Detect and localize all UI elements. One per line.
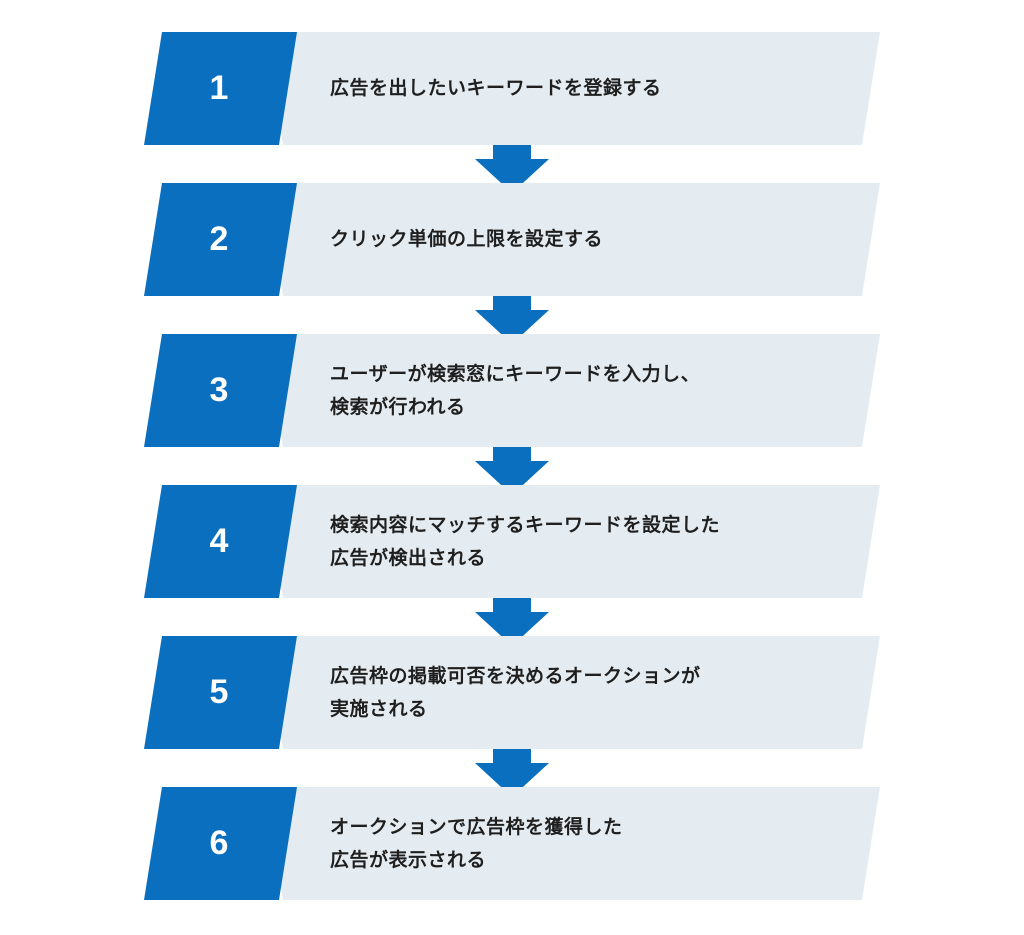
step-1-shape (144, 32, 880, 145)
step-6-line-2: 広告が表示される (330, 848, 487, 871)
step-2-text: クリック単価の上限を設定する (330, 183, 850, 296)
step-4-number: 4 (209, 522, 229, 560)
down-arrow-icon (475, 598, 549, 646)
step-1-line-1: 広告を出したいキーワードを登録する (330, 77, 662, 99)
step-5-number: 5 (209, 673, 229, 711)
step-5-text: 広告枠の掲載可否を決めるオークションが 実施される (330, 636, 850, 749)
step-5-line-2: 実施される (330, 697, 428, 720)
step-3-line-1: ユーザーが検索窓にキーワードを入力し、 (330, 362, 701, 385)
step-5-line-1: 広告枠の掲載可否を決めるオークションが (330, 664, 701, 687)
step-3-number-panel (144, 334, 297, 447)
step-6-text: オークションで広告枠を獲得した 広告が表示される (330, 787, 850, 900)
step-4-line-2: 広告が検出される (330, 546, 487, 569)
step-6-text-panel (264, 787, 880, 900)
step-3-number: 3 (209, 371, 229, 409)
step-3: 3 ユーザーが検索窓にキーワードを入力し、 検索が行われる (144, 334, 880, 447)
step-4-line-1: 検索内容にマッチするキーワードを設定した (330, 513, 721, 536)
step-1-number: 1 (209, 69, 229, 107)
step-3-shape (144, 334, 880, 447)
step-6-line-1: オークションで広告枠を獲得した (330, 815, 623, 838)
step-3-text-panel (264, 334, 880, 447)
step-3-text: ユーザーが検索窓にキーワードを入力し、 検索が行われる (330, 334, 850, 447)
step-2-shape (144, 183, 880, 296)
step-4-text-panel (264, 485, 880, 598)
step-1-text: 広告を出したいキーワードを登録する (330, 32, 850, 145)
step-6: 6 オークションで広告枠を獲得した 広告が表示される (144, 787, 880, 900)
step-2: 2 クリック単価の上限を設定する (144, 183, 880, 296)
step-5: 5 広告枠の掲載可否を決めるオークションが 実施される (144, 636, 880, 749)
step-1-number-panel (144, 32, 297, 145)
step-2-line-1: クリック単価の上限を設定する (330, 228, 604, 250)
step-6-number: 6 (209, 824, 229, 862)
step-4-number-panel (144, 485, 297, 598)
down-arrow-icon (475, 749, 549, 797)
step-2-text-panel (264, 183, 880, 296)
step-4: 4 検索内容にマッチするキーワードを設定した 広告が検出される (144, 485, 880, 598)
step-1: 1 広告を出したいキーワードを登録する (144, 32, 880, 145)
step-2-number: 2 (209, 220, 229, 258)
down-arrow-icon (475, 145, 549, 193)
step-1-text-panel (264, 32, 880, 145)
step-4-text: 検索内容にマッチするキーワードを設定した 広告が検出される (330, 485, 850, 598)
step-4-shape (144, 485, 880, 598)
down-arrow-icon (475, 447, 549, 495)
step-2-number-panel (144, 183, 297, 296)
step-5-text-panel (264, 636, 880, 749)
down-arrow-icon (475, 296, 549, 344)
step-5-shape (144, 636, 880, 749)
step-3-line-2: 検索が行われる (330, 395, 466, 418)
step-6-number-panel (144, 787, 297, 900)
step-6-shape (144, 787, 880, 900)
step-5-number-panel (144, 636, 297, 749)
